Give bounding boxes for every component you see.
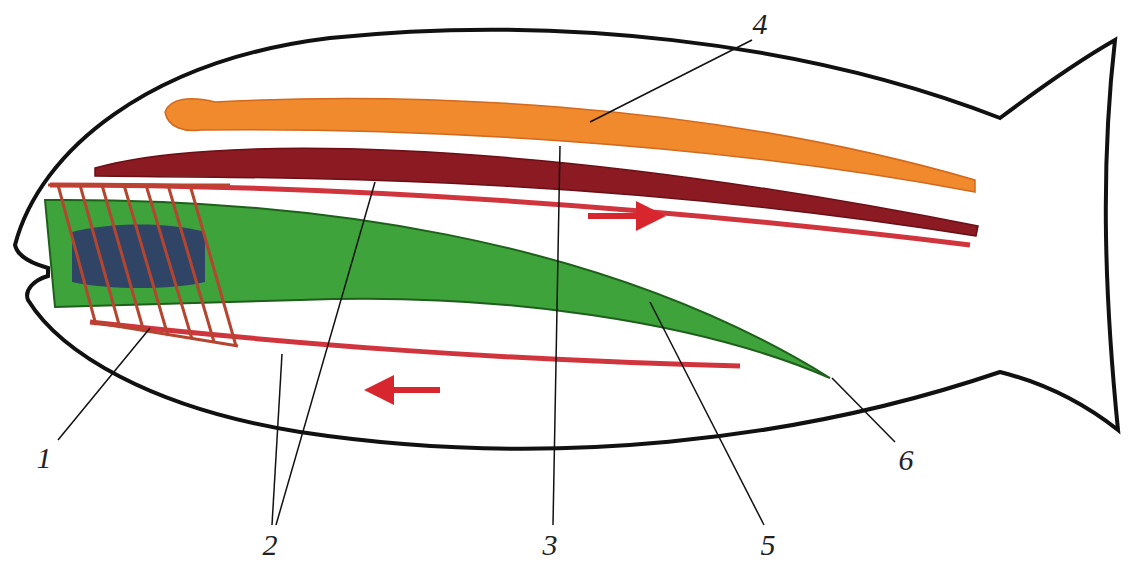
gut bbox=[45, 200, 830, 378]
callout-number: 1 bbox=[37, 443, 52, 473]
flow-arrow bbox=[588, 213, 660, 219]
callout-number: 6 bbox=[899, 445, 914, 475]
fish-outline bbox=[15, 30, 1118, 449]
leader-lines bbox=[58, 40, 895, 525]
gill-arches bbox=[48, 185, 238, 346]
callout-number: 3 bbox=[543, 530, 558, 560]
callout-number: 5 bbox=[761, 530, 776, 560]
callout-number: 4 bbox=[753, 9, 768, 39]
flow-arrow bbox=[370, 387, 440, 393]
callout-number: 2 bbox=[263, 530, 278, 560]
